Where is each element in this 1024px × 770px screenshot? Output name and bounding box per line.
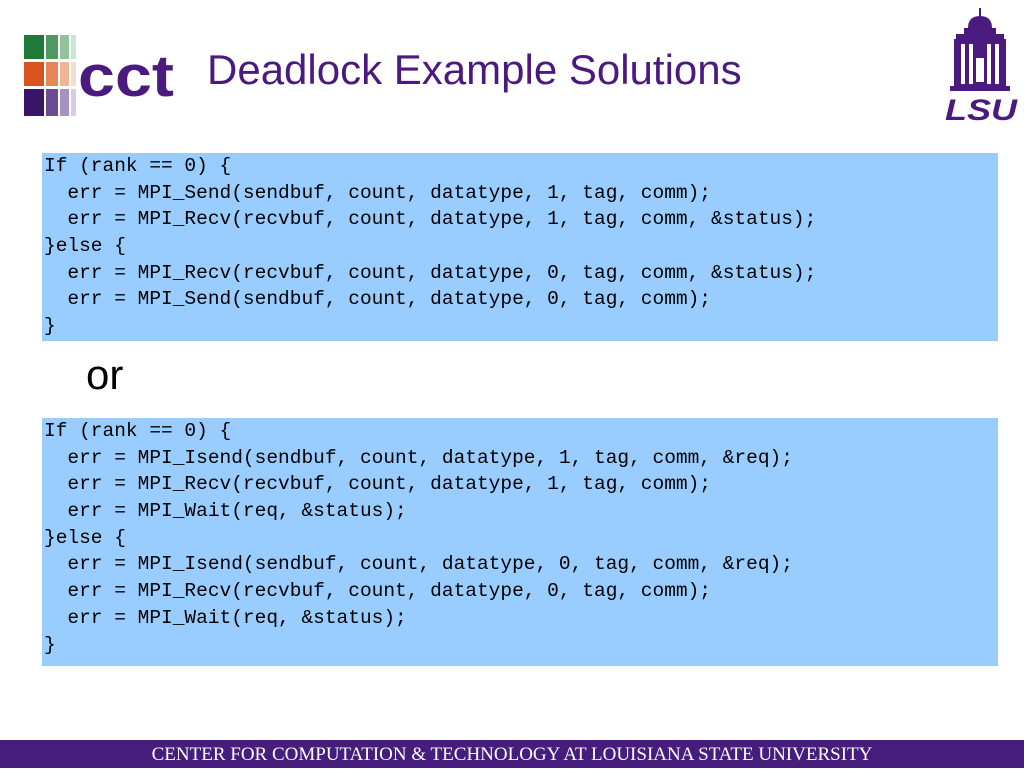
footer-bar: CENTER FOR COMPUTATION & TECHNOLOGY AT L… — [0, 740, 1024, 768]
cct-logo-text: cct — [78, 44, 174, 109]
code-line: err = MPI_Isend(sendbuf, count, datatype… — [44, 553, 793, 576]
cct-logo: cct — [22, 34, 178, 118]
code-line: err = MPI_Wait(req, &status); — [44, 500, 407, 523]
code-line: err = MPI_Wait(req, &status); — [44, 606, 407, 629]
lsu-logo: LSU — [942, 6, 1020, 127]
lsu-logo-text: LSU — [945, 94, 1019, 124]
code-line: err = MPI_Recv(recvbuf, count, datatype,… — [44, 580, 712, 603]
code-line: }else { — [44, 526, 126, 549]
code-line: If (rank == 0) { — [44, 420, 232, 442]
code-line: err = MPI_Recv(recvbuf, count, datatype,… — [44, 261, 817, 284]
page-title: Deadlock Example Solutions — [207, 46, 742, 93]
cct-logo-grid — [24, 35, 76, 116]
code-block-blocking: If (rank == 0) { err = MPI_Send(sendbuf,… — [42, 153, 998, 341]
code-block-nonblocking: If (rank == 0) { err = MPI_Isend(sendbuf… — [42, 418, 998, 666]
code-line: If (rank == 0) { — [44, 155, 232, 177]
code-line: err = MPI_Recv(recvbuf, count, datatype,… — [44, 208, 817, 231]
code-line: }else { — [44, 235, 126, 258]
separator-text: or — [86, 351, 124, 398]
code-line: } — [44, 633, 56, 656]
code-line: err = MPI_Recv(recvbuf, count, datatype,… — [44, 473, 712, 496]
code-line: err = MPI_Send(sendbuf, count, datatype,… — [44, 288, 712, 311]
code-line: err = MPI_Isend(sendbuf, count, datatype… — [44, 446, 793, 469]
code-line: err = MPI_Send(sendbuf, count, datatype,… — [44, 181, 712, 204]
code-line: } — [44, 315, 56, 338]
